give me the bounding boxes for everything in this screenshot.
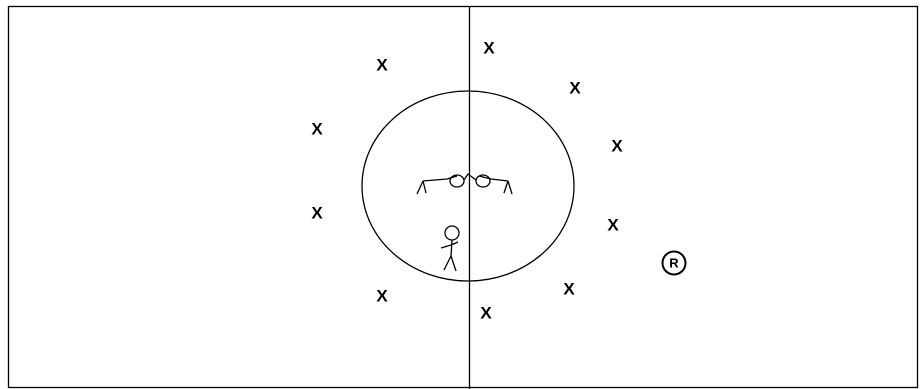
- player-marker-x: X: [607, 217, 618, 234]
- stick-figure-player: [441, 226, 459, 271]
- player-marker-x: X: [563, 281, 574, 298]
- center-circle: [362, 91, 574, 281]
- player-marker-x: X: [569, 80, 580, 97]
- referee-marker: R: [662, 251, 687, 276]
- player-marker-x: X: [483, 40, 494, 57]
- player-marker-x: X: [376, 57, 387, 74]
- player-marker-x: X: [376, 288, 387, 305]
- player-marker-x: X: [311, 205, 322, 222]
- player-marker-x: X: [480, 305, 491, 322]
- player-marker-x: X: [311, 121, 322, 138]
- field-boundary: [9, 7, 918, 388]
- goal-frame-figure: [417, 174, 512, 194]
- player-marker-x: X: [611, 138, 622, 155]
